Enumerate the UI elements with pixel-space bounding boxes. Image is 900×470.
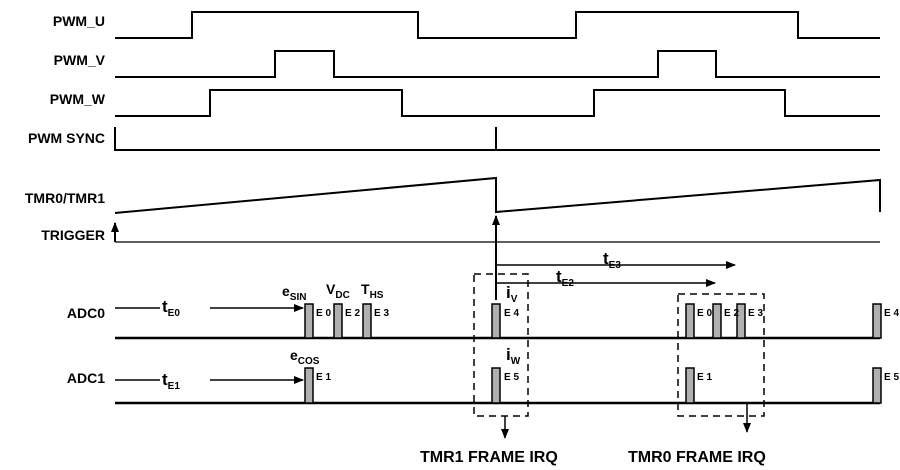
label-pwm-v: PWM_V xyxy=(54,52,106,68)
label-pwm-u: PWM_U xyxy=(53,13,105,29)
label-pwm-sync: PWM SYNC xyxy=(28,130,105,146)
adc1-pulse-e5-end xyxy=(872,367,882,404)
tmr0-frame-box xyxy=(677,293,765,417)
adc1-pulse-e5-irq xyxy=(491,367,501,404)
adc0-event-e0-2: E 0 xyxy=(697,308,712,319)
te2-label: tE2 xyxy=(556,267,574,289)
te3-label: tE3 xyxy=(603,249,621,271)
ecos-label: eCOS xyxy=(290,347,320,367)
adc1-pulse-e1-2 xyxy=(685,367,695,404)
iv-label: iV xyxy=(506,283,518,305)
adc1-event-e5-end: E 5 xyxy=(884,372,899,383)
adc0-event-e4-irq: E 4 xyxy=(504,308,519,319)
adc0-pulse-e4-irq xyxy=(491,303,501,339)
vdc-label: VDC xyxy=(326,281,350,301)
adc0-event-e4-end: E 4 xyxy=(884,308,899,319)
te0-label: tE0 xyxy=(162,297,180,319)
timer-ramp xyxy=(114,176,881,214)
ths-label: THS xyxy=(361,281,384,301)
label-adc1: ADC1 xyxy=(67,370,105,386)
pwm-w-waveform xyxy=(115,89,880,117)
adc0-event-e2-2: E 2 xyxy=(724,308,739,319)
iw-label: iW xyxy=(506,345,521,367)
adc0-pulse-e2-2 xyxy=(712,303,722,339)
te1-label: tE1 xyxy=(162,370,180,392)
adc0-pulse-e3-2 xyxy=(736,303,746,339)
adc0-event-e3: E 3 xyxy=(374,308,389,319)
adc0-pulse-e0 xyxy=(304,303,314,339)
pwm-u-waveform xyxy=(115,11,880,39)
adc0-pulse-e0-2 xyxy=(685,303,695,339)
adc1-event-e1: E 1 xyxy=(316,372,331,383)
tmr1-frame-box xyxy=(473,273,529,417)
adc1-pulse-e1 xyxy=(304,367,314,404)
label-pwm-w: PWM_W xyxy=(50,91,106,107)
adc0-event-e3-2: E 3 xyxy=(748,308,763,319)
pwm-sync-waveform xyxy=(114,127,880,151)
pwm-v-waveform xyxy=(115,50,880,78)
adc0-pulse-e3 xyxy=(362,303,372,339)
label-trigger: TRIGGER xyxy=(41,227,105,243)
adc0-event-e2: E 2 xyxy=(345,308,360,319)
adc0-event-e0: E 0 xyxy=(316,308,331,319)
esin-label: eSIN xyxy=(282,283,306,303)
adc0-pulse-group-1: E 0 E 2 E 3 xyxy=(304,303,389,339)
label-adc0: ADC0 xyxy=(67,305,105,321)
tmr1-irq-label: TMR1 FRAME IRQ xyxy=(420,449,558,466)
adc0-pulse-group-2: E 0 E 2 E 3 xyxy=(685,303,763,339)
adc0-pulse-e4-end xyxy=(872,303,882,339)
adc1-event-e1-2: E 1 xyxy=(697,372,712,383)
adc1-event-e5-irq: E 5 xyxy=(504,372,519,383)
label-tmr: TMR0/TMR1 xyxy=(25,190,105,206)
adc0-pulse-e2 xyxy=(333,303,343,339)
tmr0-irq-label: TMR0 FRAME IRQ xyxy=(628,449,766,466)
